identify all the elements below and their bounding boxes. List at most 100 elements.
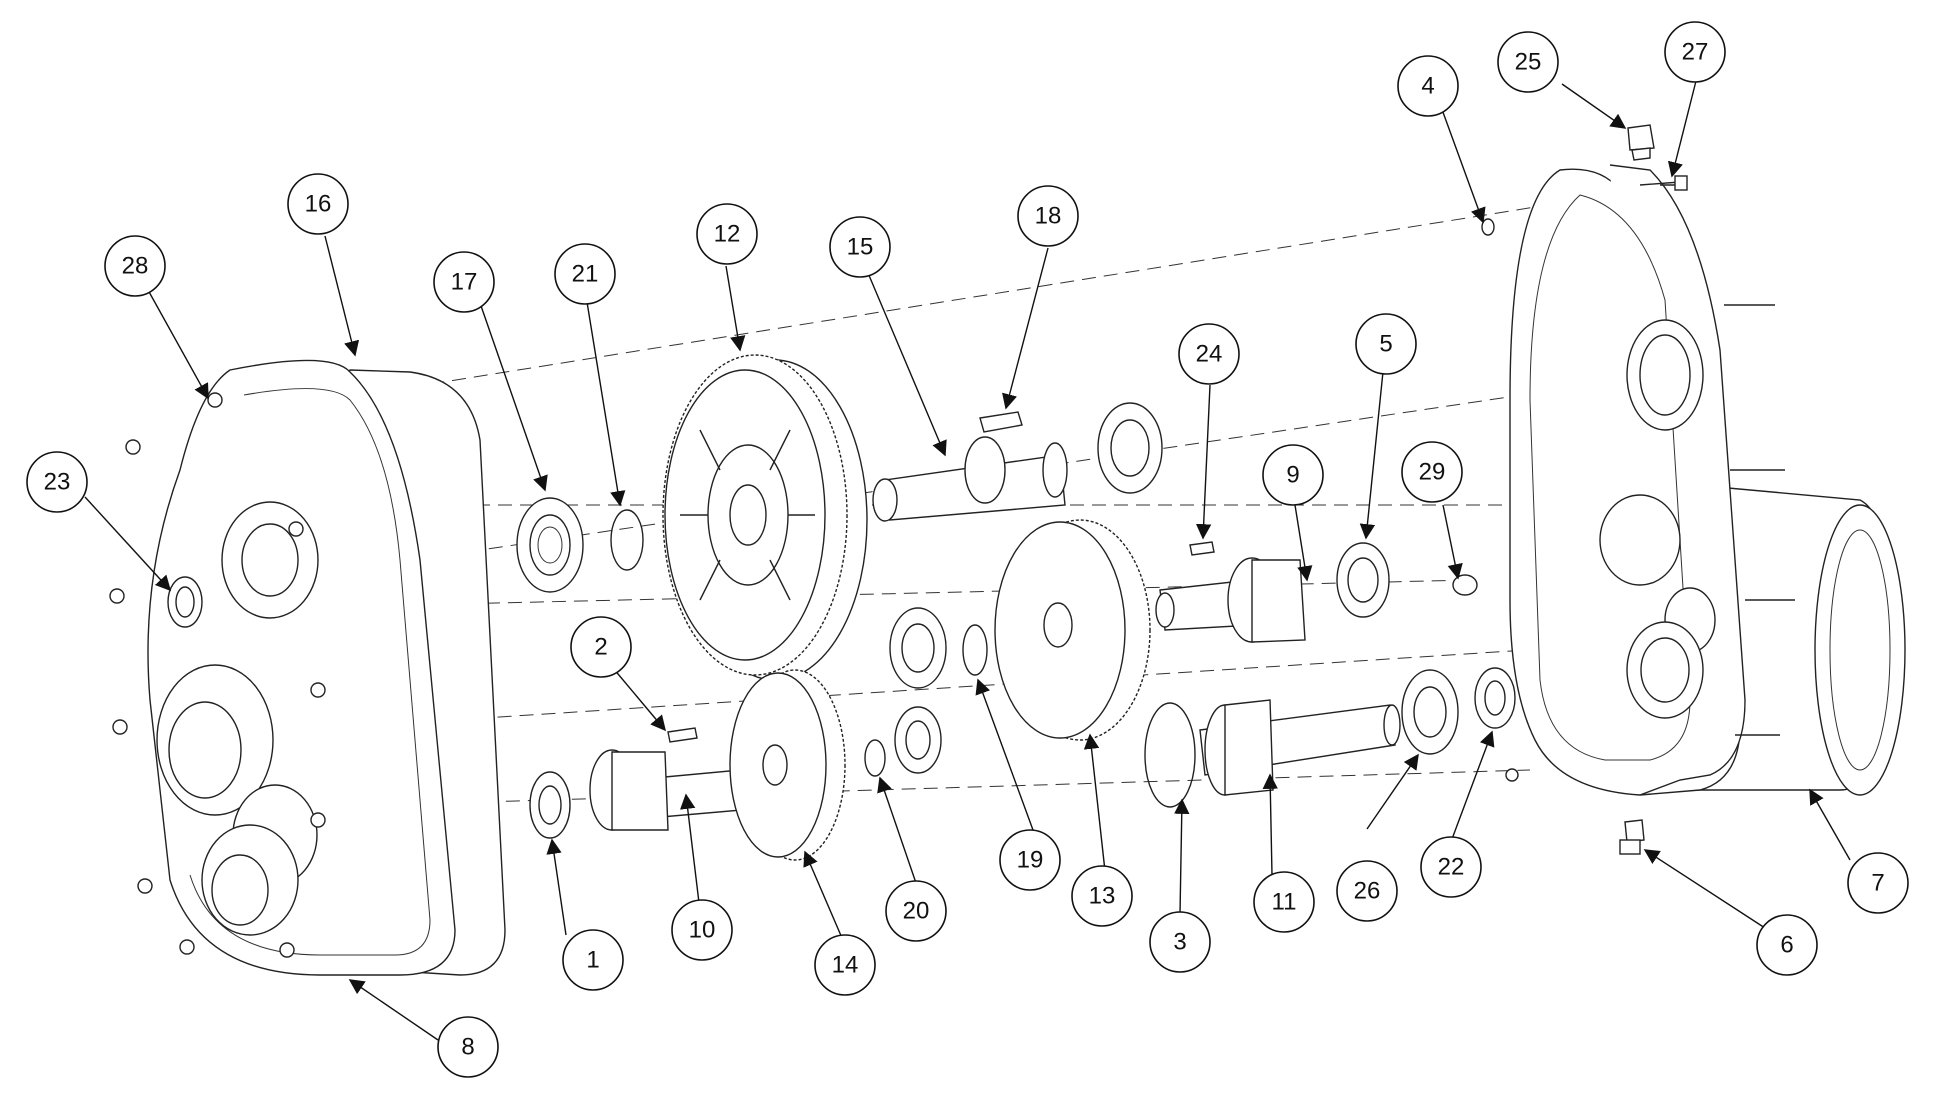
callout-26: 26 [1336,860,1398,922]
callout-12: 12 [696,203,758,265]
callout-circle [1262,444,1324,506]
callout-15: 15 [829,216,891,278]
breather-plug-25 [1627,124,1655,161]
callout-9: 9 [1262,444,1324,506]
callout-circle [1847,852,1909,914]
dowel-pin-4 [1481,218,1495,236]
callout-number: 26 [1354,878,1381,905]
callout-circle [671,899,733,961]
callout-number: 24 [1196,341,1223,368]
callout-circle [829,216,891,278]
callout-number: 29 [1419,459,1446,486]
callout-circle [1401,441,1463,503]
callout-22: 22 [1420,836,1482,898]
callout-16: 16 [287,173,349,235]
key-18 [979,411,1023,433]
callout-number: 14 [832,952,859,979]
callout-circle [1017,185,1079,247]
callout-number: 23 [44,469,71,496]
snap-ring-21 [610,509,644,571]
callout-25: 25 [1497,31,1559,93]
callout-number: 17 [451,269,478,296]
callout-7: 7 [1847,852,1909,914]
callout-5: 5 [1355,313,1417,375]
callout-29: 29 [1401,441,1463,503]
callout-circle [696,203,758,265]
callout-27: 27 [1664,21,1726,83]
callout-number: 22 [1438,854,1465,881]
callout-number: 8 [461,1034,474,1061]
bearing-26 [1401,669,1459,755]
callout-circle [1253,871,1315,933]
pinion-shaft-9 [1155,557,1306,643]
callout-number: 6 [1780,932,1793,959]
callout-circle [1336,860,1398,922]
callout-circle [1355,313,1417,375]
rear-housing-7 [1509,164,1906,796]
seal-22 [1474,667,1516,729]
callout-number: 7 [1871,870,1884,897]
snap-ring-3 [1144,702,1196,808]
callout-23: 23 [26,451,88,513]
front-housing-cover [109,359,506,976]
callout-2: 2 [570,616,632,678]
callout-number: 20 [903,898,930,925]
callout-number: 21 [572,261,599,288]
callout-8: 8 [437,1016,499,1078]
callout-number: 3 [1173,929,1186,956]
callout-number: 15 [847,234,874,261]
large-spoked-gear-12 [662,354,868,681]
dowel-pin-lower [1505,768,1519,782]
callout-circle [287,173,349,235]
bearing-upper-right [1097,402,1163,494]
callout-number: 18 [1035,203,1062,230]
bearing-1 [529,771,571,839]
callout-circle [562,929,624,991]
callout-number: 9 [1286,462,1299,489]
callout-21: 21 [554,243,616,305]
callout-circle [1420,836,1482,898]
callout-4: 4 [1397,55,1459,117]
callout-18: 18 [1017,185,1079,247]
callout-number: 16 [305,191,332,218]
callout-number: 28 [122,253,149,280]
callout-1: 1 [562,929,624,991]
callout-24: 24 [1178,323,1240,385]
callout-17: 17 [433,251,495,313]
callout-28: 28 [104,235,166,297]
callout-number: 13 [1089,883,1116,910]
callout-circle [1397,55,1459,117]
callout-circle [26,451,88,513]
callout-number: 5 [1379,331,1392,358]
seal-23 [167,576,203,628]
callout-number: 25 [1515,49,1542,76]
output-shaft-11 [1199,699,1401,796]
callout-19: 19 [999,829,1061,891]
callout-circle [104,235,166,297]
callout-circle [885,880,947,942]
callout-number: 11 [1272,889,1297,916]
callout-6: 6 [1756,914,1818,976]
bearing-lower-middle [894,706,942,774]
callout-10: 10 [671,899,733,961]
callout-labels: 1234567891011121314151617181920212223242… [26,21,1909,1078]
snap-ring-20 [864,739,886,777]
callout-circle [814,934,876,996]
gear-14 [729,669,846,861]
callout-number: 12 [714,221,741,248]
drain-plug-6 [1619,819,1645,855]
callout-circle [1756,914,1818,976]
spur-gear-13 [994,519,1151,741]
snap-ring-19 [962,624,988,676]
callout-circle [554,243,616,305]
callout-circle [570,616,632,678]
callout-circle [1497,31,1559,93]
callout-number: 2 [594,634,607,661]
callout-11: 11 [1253,871,1315,933]
callout-number: 27 [1682,39,1709,66]
callout-circle [437,1016,499,1078]
callout-3: 3 [1149,911,1211,973]
callout-13: 13 [1071,865,1133,927]
shaft-15 [872,436,1068,522]
